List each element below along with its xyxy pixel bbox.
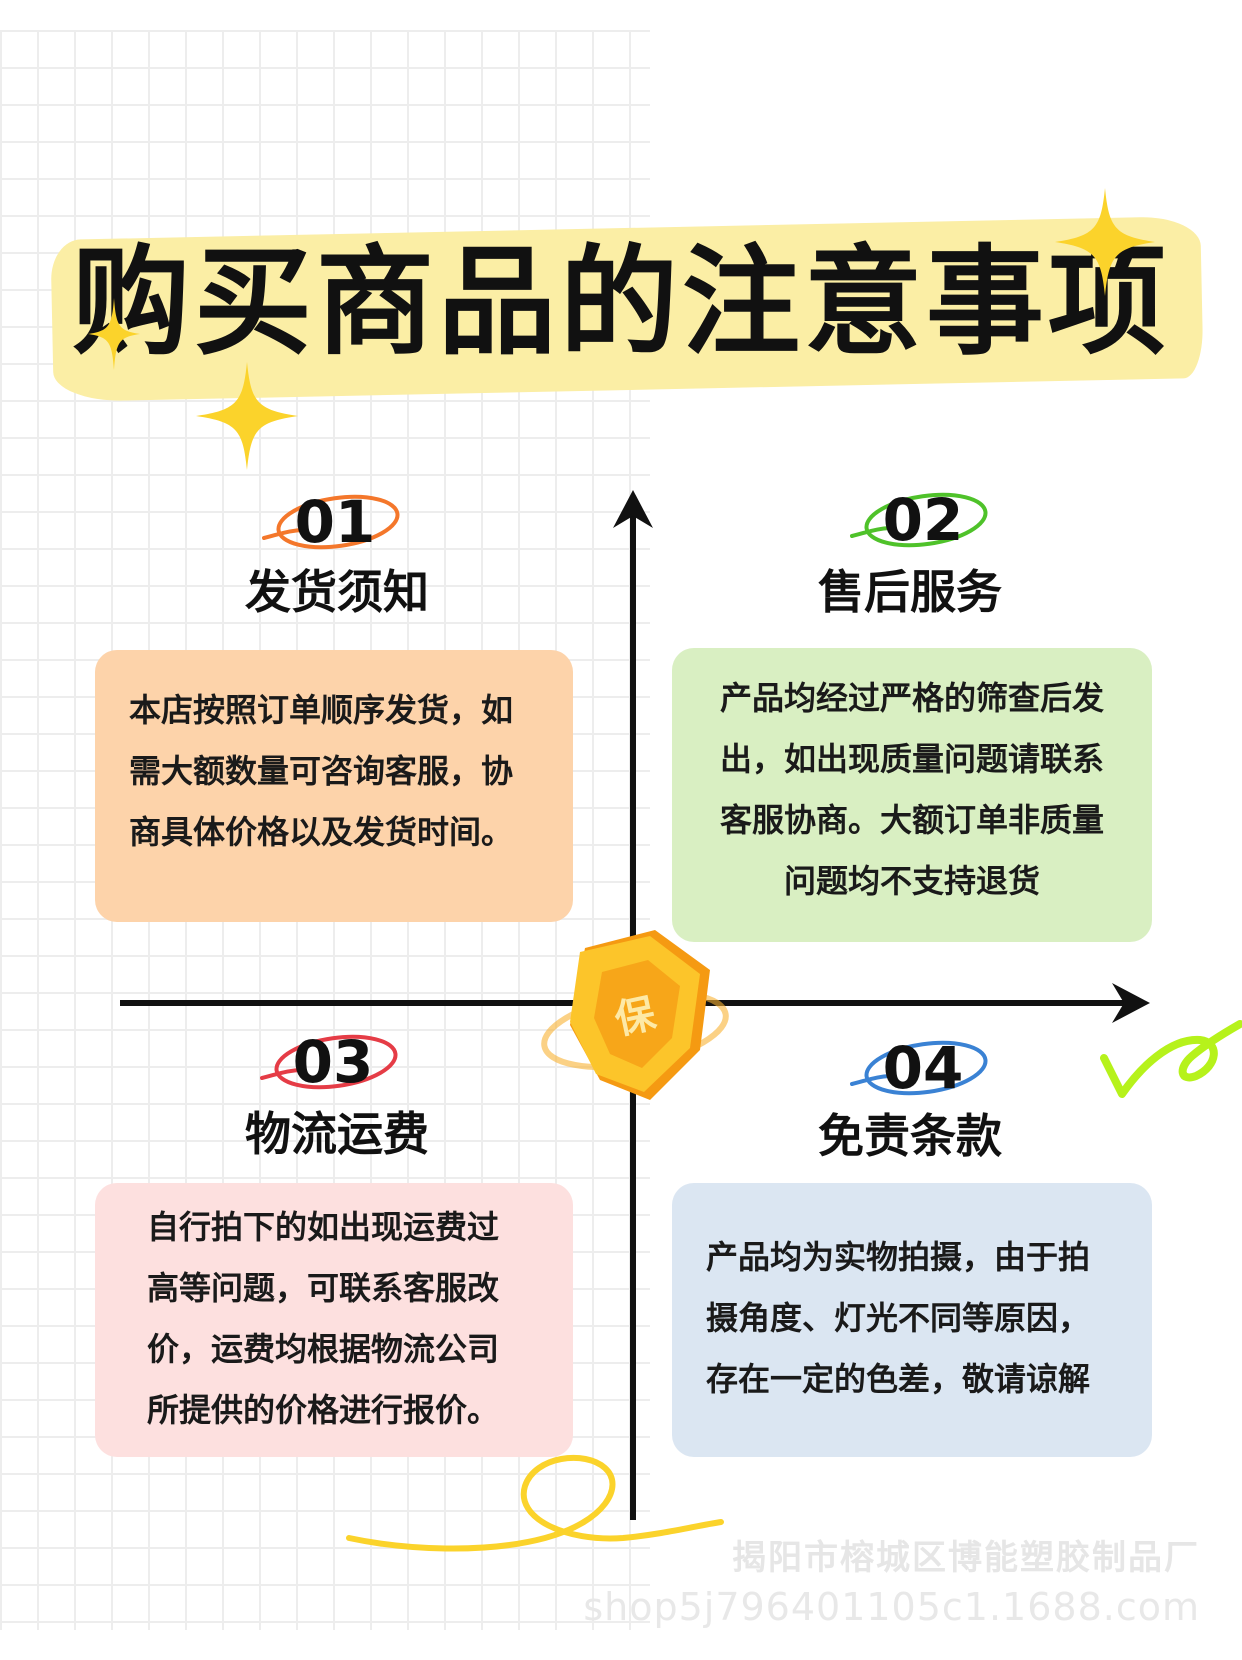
page-title: 购买商品的注意事项 — [71, 233, 1170, 371]
card-line: 出，如出现质量问题请联系 — [719, 740, 1104, 778]
section-number: 01 — [260, 490, 410, 554]
section-number: 02 — [848, 488, 998, 552]
card-line: 需大额数量可咨询客服，协 — [129, 752, 514, 790]
circle-scribble-icon — [262, 494, 400, 550]
card-line: 商具体价格以及发货时间。 — [129, 813, 514, 851]
company-watermark: 揭阳市榕城区博能塑胶制品厂 — [732, 1538, 1200, 1578]
card-line: 存在一定的色差，敬请谅解 — [706, 1360, 1091, 1398]
card-line: 产品均经过严格的筛查后发 — [719, 679, 1104, 717]
info-card-disclaimer: 产品均为实物拍摄，由于拍 摄角度、灯光不同等原因， 存在一定的色差，敬请谅解 — [672, 1183, 1152, 1457]
section-heading: 物流运费 — [245, 1107, 429, 1161]
card-line: 本店按照订单顺序发货，如 — [129, 691, 514, 729]
circle-scribble-icon — [850, 492, 988, 548]
info-card-shipping: 本店按照订单顺序发货，如 需大额数量可咨询客服，协 商具体价格以及发货时间。 — [95, 650, 573, 922]
sparkle-icon — [1055, 188, 1155, 296]
section-number: 03 — [258, 1030, 408, 1094]
arrow-up-icon — [613, 490, 653, 528]
card-line: 价，运费均根据物流公司 — [147, 1330, 500, 1368]
sparkle-icon — [196, 362, 298, 470]
loop-scribble-icon — [346, 1454, 724, 1552]
circle-scribble-icon — [850, 1040, 988, 1096]
section-heading: 售后服务 — [818, 565, 1002, 619]
card-line: 高等问题，可联系客服改 — [147, 1269, 500, 1307]
section-heading: 免责条款 — [818, 1109, 1002, 1163]
info-card-after-sales: 产品均经过严格的筛查后发 出，如出现质量问题请联系 客服协商。大额订单非质量 问… — [672, 648, 1152, 942]
circle-scribble-icon — [260, 1034, 398, 1090]
arrow-right-icon — [1112, 983, 1150, 1023]
section-number: 04 — [848, 1036, 998, 1100]
shop-url-watermark: shop5j796401105c1.1688.com — [583, 1585, 1200, 1629]
card-line: 摄角度、灯光不同等原因， — [706, 1299, 1091, 1337]
card-line: 所提供的价格进行报价。 — [147, 1391, 500, 1429]
card-line: 产品均为实物拍摄，由于拍 — [706, 1238, 1091, 1276]
section-heading: 发货须知 — [245, 565, 429, 619]
info-card-shipping-fee: 自行拍下的如出现运费过 高等问题，可联系客服改 价，运费均根据物流公司 所提供的… — [95, 1183, 573, 1457]
check-scribble-icon — [1100, 1020, 1242, 1098]
sparkle-icon — [88, 298, 140, 370]
card-line: 客服协商。大额订单非质量 — [719, 801, 1104, 839]
shield-icon: 保 — [541, 930, 729, 1100]
card-line: 自行拍下的如出现运费过 — [147, 1208, 500, 1246]
card-line: 问题均不支持退货 — [783, 862, 1040, 900]
